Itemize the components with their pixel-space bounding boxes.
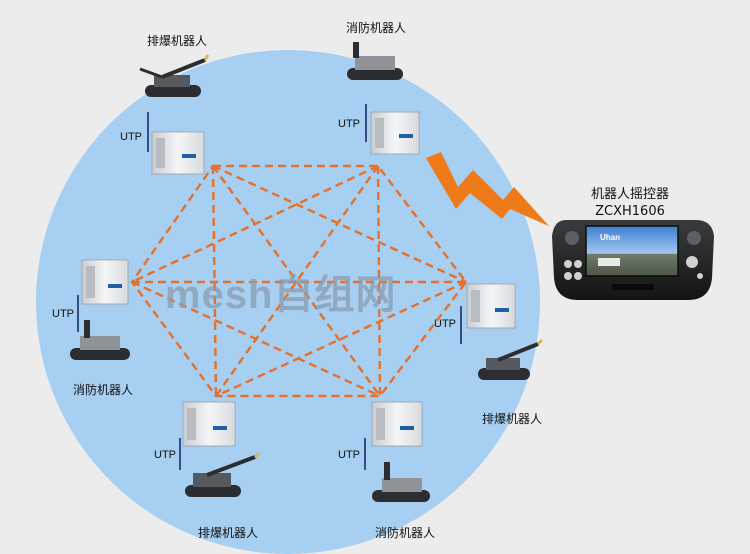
controller-title: 机器人摇控器 ZCXH1606 (591, 186, 669, 220)
utp-label-6: UTP (338, 449, 360, 461)
node-label-fire-bottom: 消防机器人 (374, 526, 436, 540)
robot-icons (70, 42, 544, 502)
mesh-links (130, 164, 468, 398)
utp-label-3: UTP (52, 308, 74, 320)
utp-label-4: UTP (434, 318, 456, 330)
utp-label-2: UTP (338, 118, 360, 130)
utp-label-1: UTP (120, 131, 142, 143)
node-label-eod-top-left: 排爆机器人 (146, 34, 208, 48)
controller-title-line2: ZCXH1606 (595, 204, 665, 219)
controller-screen-logo: Uhan (600, 233, 620, 242)
controller-title-line1: 机器人摇控器 (590, 187, 670, 202)
node-label-eod-bottom: 排爆机器人 (197, 526, 259, 540)
utp-label-5: UTP (154, 449, 176, 461)
wireless-link-icon (426, 152, 549, 226)
node-label-fire-top: 消防机器人 (345, 21, 407, 35)
utp-cables (77, 104, 462, 470)
remote-controller-icon (552, 220, 714, 300)
node-label-eod-right: 排爆机器人 (481, 412, 543, 426)
watermark-text: mesh自组网 (165, 273, 397, 317)
node-label-fire-left: 消防机器人 (72, 383, 134, 397)
radio-box-icons (81, 111, 516, 447)
